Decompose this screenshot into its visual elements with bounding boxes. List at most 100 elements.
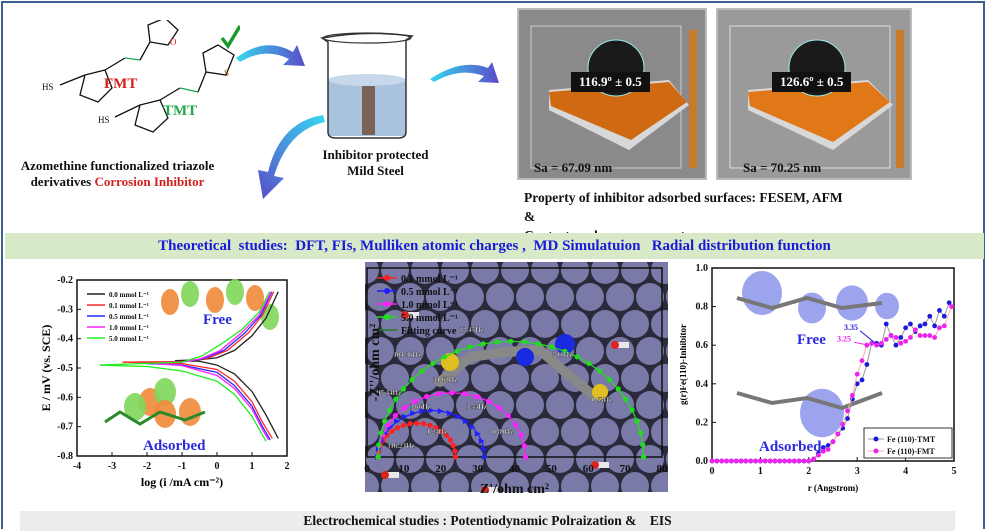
data-point: [496, 405, 502, 411]
x-tick-label: 2: [285, 461, 290, 472]
data-point: [414, 420, 420, 426]
data-point: [407, 421, 413, 427]
rdf-point: [762, 458, 768, 464]
fe-atom: [576, 337, 604, 365]
surface-caption-line-1: Property of inhibitor adsorbed surfaces:…: [524, 190, 843, 224]
rdf-point: [903, 325, 908, 331]
rdf-point: [825, 447, 831, 452]
data-point: [462, 418, 469, 425]
rdf-point: [869, 340, 875, 346]
y-tick-label: 1.0: [696, 263, 709, 274]
tmt-molecule: [114, 44, 235, 133]
data-point: [410, 410, 417, 417]
afm-panel-fmt: 116.9º ± 0.5 Sa = 67.09 nm: [517, 8, 707, 180]
fe-atom: [365, 418, 379, 446]
rdf-point: [941, 323, 947, 329]
y-tick-label: -0.5: [57, 363, 73, 374]
fe-atom: [531, 472, 559, 492]
beaker-illustration: [320, 32, 415, 139]
tafel-curve-cathodic: [99, 364, 267, 442]
y-axis-label: g(r)Fe(110)-Inhibitor: [680, 324, 688, 405]
afm-surface-image: [729, 25, 904, 169]
molecule-structures: HS O FMT HS S TMT: [42, 20, 240, 133]
rdf-point: [859, 358, 865, 364]
fe-atom: [546, 283, 574, 311]
rdf-point: [733, 458, 739, 464]
fe-atom: [441, 472, 469, 492]
water-molecule: [385, 472, 399, 478]
frequency-annotation: 31.62Hz: [433, 376, 457, 384]
data-point: [606, 377, 613, 383]
x-tick-label: -2: [143, 461, 151, 472]
rdf-point: [932, 323, 938, 329]
fe-atom: [516, 391, 544, 419]
homo-orbital-free: [161, 279, 279, 330]
legend-marker: [873, 436, 879, 442]
x-tick-label: 30: [472, 463, 484, 475]
rdf-point: [748, 458, 754, 464]
sulfur-atom: [592, 384, 608, 400]
water-molecule: [615, 342, 629, 348]
data-point: [638, 430, 644, 436]
data-point: [586, 360, 592, 367]
data-point: [629, 407, 635, 413]
data-point: [401, 405, 408, 411]
fe-atom: [621, 472, 649, 492]
rdf-point: [806, 458, 812, 464]
rdf-point: [796, 458, 802, 464]
water-molecule: [405, 312, 419, 318]
rdf-point: [903, 338, 908, 344]
checkmark-icon: [220, 25, 240, 50]
y-tick-label: 0.0: [696, 456, 709, 467]
data-point: [522, 339, 528, 345]
electron-density-lobe: [875, 292, 899, 320]
frequency-annotation: 0.89Hz: [492, 428, 513, 436]
fe-atom: [591, 310, 619, 338]
fe-atom: [666, 343, 668, 359]
data-point: [562, 348, 568, 354]
data-point: [469, 424, 476, 431]
rdf-point: [854, 381, 860, 387]
fe-atom: [501, 472, 529, 492]
fe-atom: [651, 310, 668, 338]
rdf-point: [927, 313, 933, 319]
free-label: Free: [797, 332, 826, 348]
rdf-point: [937, 308, 942, 313]
fe-atom: [486, 391, 514, 419]
rdf-point: [777, 458, 783, 464]
rdf-point: [835, 431, 841, 437]
x-tick-label: 2: [806, 466, 811, 477]
rdf-point: [937, 325, 942, 331]
data-point: [549, 344, 555, 350]
fe-atom: [576, 283, 604, 311]
molecule-skeleton: [104, 410, 206, 426]
rdf-point: [888, 333, 894, 338]
rdf-point: [719, 458, 725, 464]
nitrogen-atom: [555, 334, 575, 354]
contact-angle-value: 116.9º ± 0.5: [571, 72, 650, 92]
beaker-caption-line-2: Mild Steel: [347, 163, 404, 178]
water-oxygen: [591, 461, 599, 469]
x-tick-label: 4: [903, 466, 908, 477]
rdf-point: [949, 304, 954, 309]
fe-atom: [606, 283, 634, 311]
fe-atom: [606, 445, 634, 473]
fe-atom: [531, 310, 559, 338]
legend-label: 5.0 mmol L⁻¹: [401, 313, 458, 324]
data-point: [494, 339, 500, 345]
plot-frame: [711, 267, 955, 462]
fe-atom: [471, 418, 499, 446]
data-point: [467, 344, 473, 350]
x-axis-label: Z'/ohm cm²: [480, 482, 549, 497]
orbital-lobe: [179, 398, 201, 426]
frequency-annotation: 316.23Hz: [387, 442, 415, 450]
afm-panel-tmt: 126.6º ± 0.5 Sa = 70.25 nm: [716, 8, 912, 180]
data-point: [446, 410, 453, 417]
fmt-o-atom: O: [170, 37, 177, 47]
data-point: [420, 421, 427, 427]
orbital-lobe: [246, 285, 264, 311]
fe-atom: [365, 364, 379, 392]
adsorbed-label: Adsorbed: [759, 439, 822, 455]
fe-atom: [531, 418, 559, 446]
x-tick-label: 5: [952, 466, 957, 477]
